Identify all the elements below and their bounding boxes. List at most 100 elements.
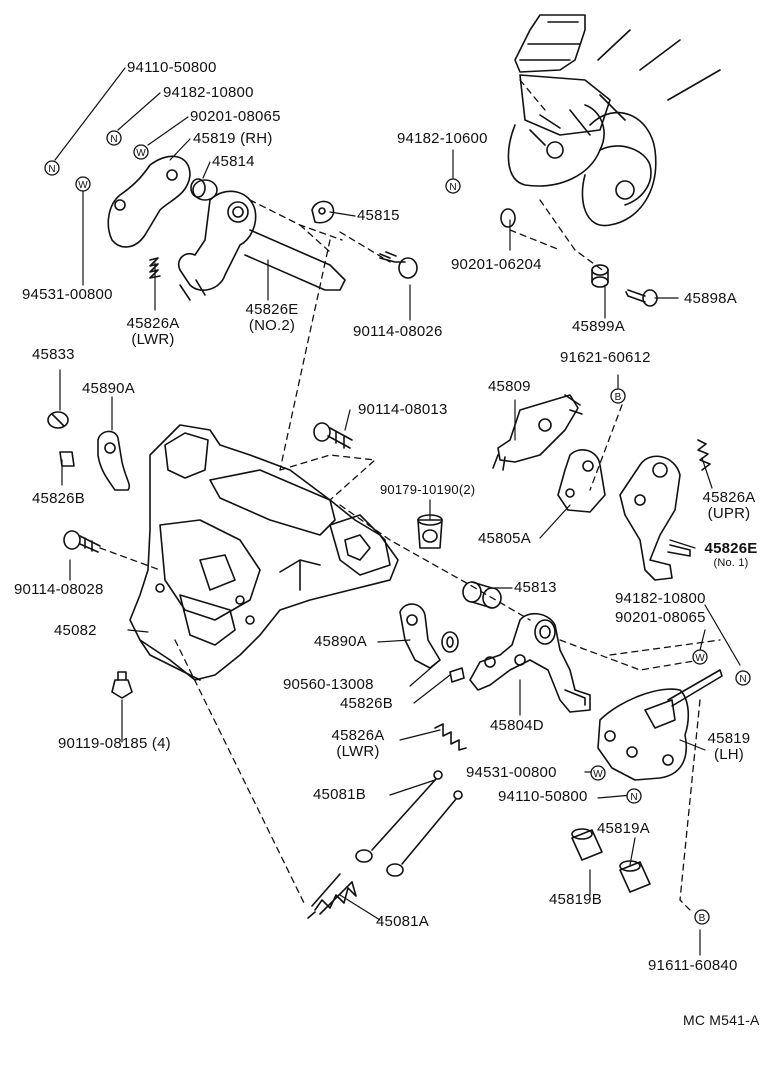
- diagram-code: MC M541-A: [683, 1012, 760, 1028]
- part-label-90114-08013: 90114-08013: [358, 401, 448, 418]
- part-label-94182-10600: 94182-10600: [397, 130, 488, 147]
- bushing-90179-10190-drawing: [417, 514, 443, 549]
- washer-symbol-94531-right: W: [590, 765, 606, 781]
- nut-symbol-94110-right: N: [626, 788, 642, 804]
- svg-text:B: B: [615, 392, 622, 403]
- part-label-45826e-no2: 45826E (NO.2): [236, 302, 308, 334]
- bracket-45890a-mid-drawing: [399, 603, 441, 669]
- svg-text:N: N: [449, 182, 456, 193]
- part-label-45819b: 45819B: [549, 891, 602, 908]
- part-label-45826a-lwr-top: 45826A (LWR): [118, 316, 188, 348]
- part-label-90114-08026: 90114-08026: [353, 323, 443, 340]
- part-label-45826a-lwr-mid: 45826A (LWR): [322, 728, 394, 760]
- part-label-45826a-lwr-top-position: (LWR): [131, 331, 175, 348]
- bolt-symbol-91621: B: [610, 388, 626, 404]
- collar-45813-drawing: [462, 581, 502, 609]
- nut-symbol-94182-10600: N: [445, 178, 461, 194]
- cable-45081b-drawing: [355, 770, 463, 877]
- lever-45826e-drawing: [177, 190, 346, 301]
- svg-text:B: B: [699, 913, 706, 924]
- part-label-45805a: 45805A: [478, 530, 531, 547]
- nut-symbol-94182-right: N: [735, 670, 751, 686]
- bolt-45826b-mid-drawing: [449, 667, 465, 683]
- svg-text:W: W: [78, 180, 88, 191]
- part-label-45819a: 45819A: [597, 820, 650, 837]
- lever-upper-right-drawing: [619, 455, 691, 581]
- nut-symbol-94110-top: N: [44, 160, 60, 176]
- spring-45826a-upr-drawing: [697, 439, 711, 471]
- part-label-45826a-upr-number: 45826A: [702, 489, 756, 506]
- spring-45081a-drawing: [307, 873, 357, 919]
- steering-column-drawing: [507, 14, 721, 227]
- part-label-45826a-lwr-mid-position: (LWR): [336, 743, 380, 760]
- part-label-45082: 45082: [54, 622, 97, 639]
- bolt-90114-08013-drawing: [313, 422, 353, 449]
- part-label-45819-lh-number: 45819: [707, 730, 751, 747]
- washer-90201-06204-drawing: [500, 208, 516, 228]
- sleeve-45819a-drawing: [619, 860, 651, 893]
- part-label-94531-00800-left: 94531-00800: [22, 286, 113, 303]
- sleeve-45899a-drawing: [591, 264, 609, 288]
- part-label-91611-60840: 91611-60840: [648, 957, 738, 974]
- part-label-45819-rh: 45819 (RH): [193, 130, 273, 147]
- part-label-90201-08065-right: 90201-08065: [615, 609, 706, 626]
- sleeve-45819b-drawing: [571, 828, 603, 861]
- part-label-94110-50800-top: 94110-50800: [127, 59, 217, 76]
- part-label-90114-08028: 90114-08028: [14, 581, 104, 598]
- washer-symbol-94531-left: W: [75, 176, 91, 192]
- lever-45804d-drawing: [469, 612, 591, 713]
- nut-symbol-94182-top: N: [106, 130, 122, 146]
- washer-symbol-90201-right: W: [692, 649, 708, 665]
- part-label-45826a-upr: 45826A (UPR): [693, 490, 765, 522]
- washer-90560-13008-drawing: [441, 631, 459, 653]
- bracket-45890a-top-drawing: [97, 430, 131, 491]
- part-label-45826b-mid: 45826B: [340, 695, 393, 712]
- part-label-45826e-no2-position: (NO.2): [248, 317, 296, 334]
- bushing-45833-drawing: [47, 411, 69, 429]
- part-label-94182-10800-top: 94182-10800: [163, 84, 254, 101]
- svg-text:W: W: [136, 148, 146, 159]
- part-label-45826a-lwr-top-number: 45826A: [126, 315, 180, 332]
- svg-text:N: N: [48, 164, 55, 175]
- washer-symbol-90201-top: W: [133, 144, 149, 160]
- part-label-45826a-upr-position: (UPR): [707, 505, 751, 522]
- bolt-90114-08028-drawing: [63, 530, 101, 553]
- part-label-45833: 45833: [32, 346, 75, 363]
- part-label-90560-13008: 90560-13008: [283, 676, 374, 693]
- pin-45898a-drawing: [625, 289, 658, 307]
- part-label-45081b: 45081B: [313, 786, 366, 803]
- svg-text:N: N: [630, 792, 637, 803]
- part-label-90201-08065-top: 90201-08065: [190, 108, 281, 125]
- svg-text:N: N: [739, 674, 746, 685]
- part-label-45826a-lwr-mid-number: 45826A: [331, 727, 385, 744]
- plug-90119-08185-drawing: [111, 671, 133, 699]
- part-label-45898a: 45898A: [684, 290, 737, 307]
- part-label-45814: 45814: [212, 153, 255, 170]
- spring-45826a-lwr-mid-drawing: [434, 723, 467, 751]
- part-label-45826b-left: 45826B: [32, 490, 85, 507]
- part-label-91621-60612: 91621-60612: [560, 349, 651, 366]
- part-label-90119-08185: 90119-08185 (4): [58, 735, 171, 752]
- part-label-45809: 45809: [488, 378, 531, 395]
- part-label-45826e-no1: 45826E (No. 1): [697, 541, 765, 570]
- part-label-45899a: 45899A: [572, 318, 625, 335]
- part-label-45815: 45815: [357, 207, 400, 224]
- bolt-45826b-left-drawing: [59, 451, 75, 467]
- part-label-45081a: 45081A: [376, 913, 429, 930]
- washer-45814-drawing: [190, 178, 218, 201]
- part-label-90179-10190: 90179-10190(2): [380, 482, 476, 497]
- spring-45826a-drawing: [149, 257, 161, 279]
- bracket-45809-drawing: [492, 394, 583, 471]
- part-label-45890a-top: 45890A: [82, 380, 135, 397]
- housing-45082-drawing: [129, 424, 399, 681]
- svg-text:N: N: [110, 134, 117, 145]
- bracket-45819-rh-drawing: [107, 155, 191, 248]
- bolt-symbol-91611: B: [694, 909, 710, 925]
- part-label-45813: 45813: [514, 579, 557, 596]
- plate-45805a-drawing: [557, 449, 606, 513]
- clip-45815-drawing: [311, 200, 335, 224]
- part-label-45804d: 45804D: [490, 717, 544, 734]
- svg-text:W: W: [695, 653, 705, 664]
